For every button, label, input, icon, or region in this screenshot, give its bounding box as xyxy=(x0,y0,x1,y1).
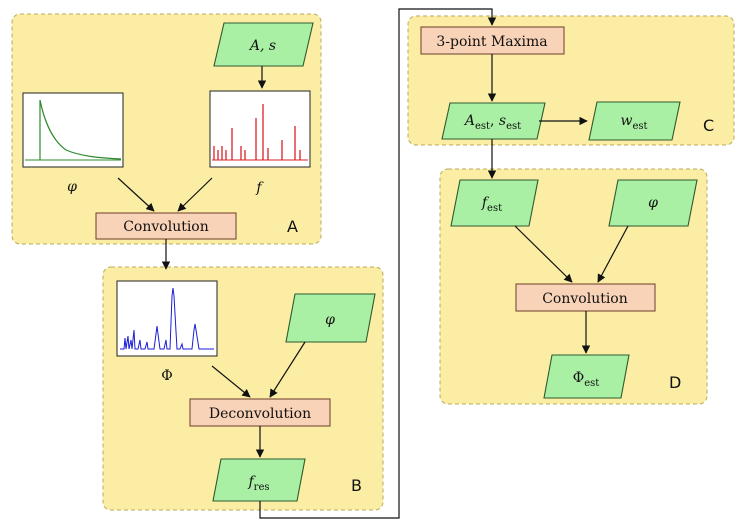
node-f-label: f xyxy=(255,180,264,196)
node-deconvolution-label: Deconvolution xyxy=(209,406,311,422)
panel-d-letter: D xyxy=(669,373,681,392)
node-a-s xyxy=(213,22,314,67)
edge-fest-to-convolution xyxy=(514,225,573,283)
node-deconvolution xyxy=(189,398,331,427)
edge-f-to-convolution xyxy=(177,177,213,212)
kernel-curve xyxy=(39,99,122,160)
node-f-res xyxy=(212,458,306,502)
spike-train xyxy=(213,104,301,160)
node-f-est-label: fest xyxy=(481,195,502,214)
node-Phi-label: Φ xyxy=(161,368,172,384)
edge-fres-to-maxima xyxy=(259,8,497,519)
node-phi-b-label: φ xyxy=(325,312,335,328)
node-a-s-est xyxy=(441,102,546,140)
panel-c-letter: C xyxy=(703,116,714,135)
node-f-est xyxy=(450,179,539,227)
edge-phi-to-deconvolution xyxy=(269,341,306,398)
node-w-est-label: west xyxy=(620,113,647,132)
node-w-est xyxy=(588,101,681,141)
edge-Phi-to-deconvolution xyxy=(211,365,251,398)
node-phi-d-label: φ xyxy=(648,195,658,211)
node-convolution-a-label: Convolution xyxy=(123,219,209,235)
signal-plot xyxy=(116,280,218,357)
node-convolution-d-label: Convolution xyxy=(542,291,628,307)
node-a-s-est-label: Aest, sest xyxy=(463,113,521,132)
panel-a-letter: A xyxy=(287,217,298,236)
node-phi-b xyxy=(285,293,376,343)
node-Phi-est xyxy=(543,354,630,399)
node-maxima-label: 3-point Maxima xyxy=(436,34,547,50)
node-f-res-label: fres xyxy=(247,474,269,493)
node-phi-d xyxy=(608,179,698,227)
spike-train-plot xyxy=(209,90,311,168)
edge-phi-to-convolution xyxy=(117,177,155,212)
node-Phi-est-label: Φest xyxy=(573,370,600,389)
node-phi-a-label: φ xyxy=(67,179,77,195)
node-a-s-label: A, s xyxy=(248,38,276,54)
edge-phi-to-convolution-d xyxy=(597,225,629,283)
kernel-plot xyxy=(22,92,124,168)
node-maxima xyxy=(420,26,565,55)
panel-b-letter: B xyxy=(351,476,362,495)
signal-curve xyxy=(120,287,214,350)
panel-a xyxy=(11,13,322,245)
